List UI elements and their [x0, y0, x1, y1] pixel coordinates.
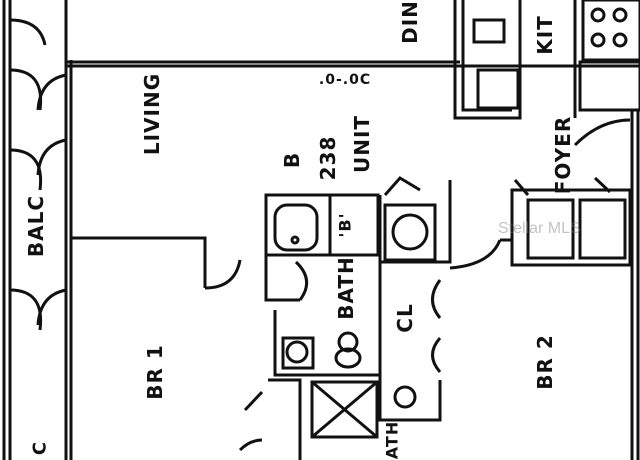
balcony-door-4 — [9, 288, 43, 331]
label-balcony: BALC — [24, 194, 48, 258]
bathtub-area — [264, 193, 380, 257]
label-bedroom-1: BR 1 — [143, 344, 167, 400]
label-foyer: FOYER — [551, 115, 575, 195]
label-bath: BATH — [334, 256, 358, 320]
label-closet: CL — [393, 303, 417, 333]
label-bedroom-2: BR 2 — [533, 334, 557, 390]
balcony-door-1 — [9, 18, 47, 46]
label-unit-number: 238 — [316, 135, 340, 181]
sink-1 — [285, 340, 309, 364]
balcony-door-3 — [9, 148, 43, 191]
label-unit-prefix: B — [280, 151, 304, 169]
label-dining: DIN — [398, 0, 422, 44]
kitchen-counter — [453, 0, 522, 120]
refrigerator — [578, 60, 640, 112]
label-bath-2: ATH — [382, 420, 402, 460]
closet-wall — [378, 268, 442, 422]
shower — [310, 380, 379, 439]
wall-living-br1 — [71, 236, 207, 288]
label-unit-word: UNIT — [350, 114, 374, 174]
label-dimension: .0-.0C — [318, 72, 372, 88]
balcony-door-2 — [9, 68, 43, 111]
watermark: Stellar MLS — [498, 220, 581, 237]
stove — [581, 0, 640, 62]
label-kitchen: KIT — [533, 15, 557, 55]
washer — [383, 203, 437, 262]
toilet — [337, 331, 359, 353]
label-living: LIVING — [140, 72, 164, 156]
foyer-closet — [510, 188, 632, 267]
label-corner-mark: C — [29, 440, 51, 456]
label-bath-tub-tag: 'B' — [335, 212, 355, 238]
bath-wall — [273, 195, 382, 377]
sink-2 — [393, 385, 417, 409]
